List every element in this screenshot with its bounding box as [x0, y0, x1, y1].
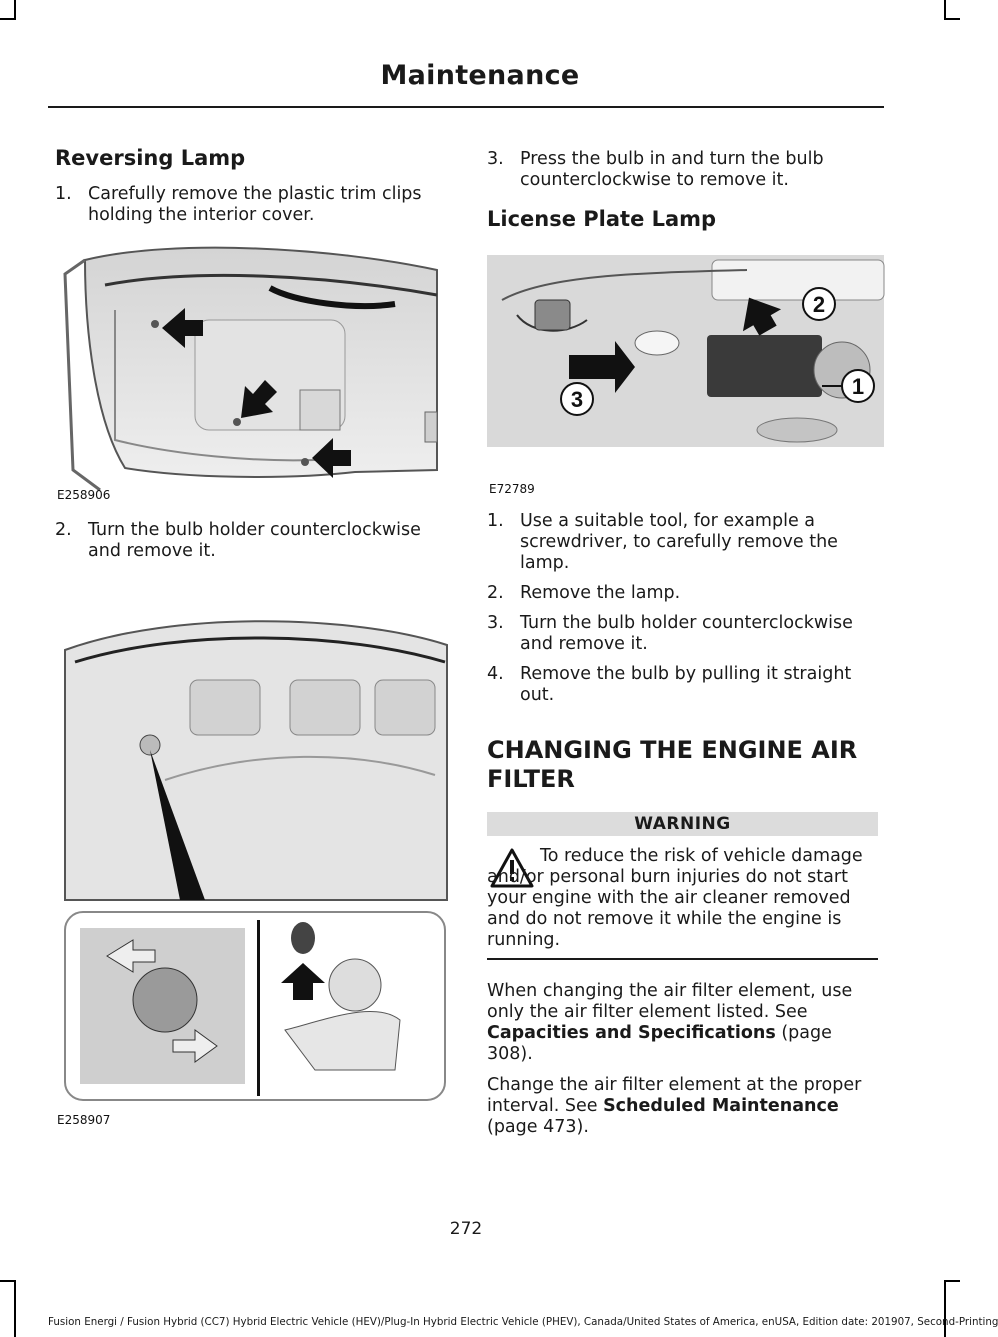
warning-block: To reduce the risk of vehicle damage and…	[487, 846, 879, 956]
footer-text: Fusion Energi / Fusion Hybrid (CC7) Hybr…	[48, 1316, 998, 1328]
right-column-top: 3. Press the bulb in and turn the bulb c…	[487, 149, 879, 231]
arrow-icon	[281, 963, 325, 1000]
figure-reversing-lamp-bulb	[55, 600, 450, 1105]
section-title: CHANGING THE ENGINE AIR	[487, 736, 858, 764]
crop-mark	[14, 0, 16, 20]
step-number: 2.	[487, 583, 504, 603]
paragraph: Change the air filter element at the pro…	[487, 1075, 879, 1138]
arrow-icon	[106, 939, 156, 973]
header-divider	[48, 106, 884, 108]
crop-mark	[0, 1280, 16, 1282]
warning-divider	[487, 958, 878, 960]
paragraph: When changing the air filter element, us…	[487, 981, 879, 1065]
step-number: 2.	[55, 520, 72, 540]
section-title: FILTER	[487, 765, 575, 793]
crop-mark	[944, 18, 960, 20]
warning-label: WARNING	[487, 812, 878, 836]
left-column-step-2: 2. Turn the bulb holder counterclockwise…	[55, 520, 450, 562]
callout-label: 3	[571, 387, 583, 412]
license-lamp-illustration: 1 2 3	[487, 255, 885, 447]
step-number: 3.	[487, 149, 504, 169]
warning-text: To reduce the risk of vehicle damage and…	[487, 846, 863, 950]
step-number: 1.	[55, 184, 72, 204]
page-number: 272	[449, 1219, 483, 1239]
figure-code: E258907	[57, 1113, 111, 1127]
list-item: 1. Use a suitable tool, for example a sc…	[487, 511, 879, 574]
crop-mark	[944, 0, 946, 20]
right-column-bottom: When changing the air filter element, us…	[487, 981, 879, 1138]
warning-triangle-icon	[490, 848, 534, 888]
callout-label: 1	[852, 374, 864, 399]
bulb-holder-illustration	[55, 600, 450, 1105]
page-title: Maintenance	[380, 60, 580, 91]
figure-license-plate-lamp: 1 2 3	[487, 255, 885, 447]
arrow-icon	[172, 1029, 218, 1063]
arrow-icon	[742, 297, 782, 336]
list-item: 1. Carefully remove the plastic trim cli…	[55, 184, 450, 226]
step-text: Turn the bulb holder counterclockwise an…	[520, 613, 853, 654]
step-number: 1.	[487, 511, 504, 531]
crop-mark	[944, 1280, 946, 1337]
crop-mark	[14, 1280, 16, 1337]
crop-mark	[944, 1280, 960, 1282]
step-number: 3.	[487, 613, 504, 633]
list-item: 4. Remove the bulb by pulling it straigh…	[487, 664, 879, 706]
arrow-icon	[569, 341, 635, 393]
right-column-steps: 1. Use a suitable tool, for example a sc…	[487, 511, 879, 794]
section-heading-license-plate-lamp: License Plate Lamp	[487, 207, 717, 231]
step-text: Turn the bulb holder counterclockwise an…	[88, 520, 421, 561]
paragraph-text: (page 308).	[487, 1023, 832, 1064]
paragraph-text: When changing the air filter element, us…	[487, 981, 853, 1022]
list-item: 2. Remove the lamp.	[487, 583, 879, 604]
arrow-icon	[241, 380, 277, 418]
callout-label: 2	[813, 292, 825, 317]
cross-reference-link[interactable]: Capacities and Specifications	[487, 1023, 776, 1043]
crop-mark	[0, 18, 16, 20]
section-heading-reversing-lamp: Reversing Lamp	[55, 146, 246, 170]
paragraph-text: (page 473).	[487, 1117, 589, 1137]
paragraph-text: Change the air filter element at the pro…	[487, 1075, 862, 1116]
list-item: 2. Turn the bulb holder counterclockwise…	[55, 520, 450, 562]
list-item: 3. Press the bulb in and turn the bulb c…	[487, 149, 879, 191]
step-text: Remove the lamp.	[520, 583, 681, 603]
left-column: Reversing Lamp 1. Carefully remove the p…	[55, 146, 450, 226]
trunk-lid-illustration	[55, 240, 438, 505]
figure-code: E258906	[57, 488, 111, 502]
step-number: 4.	[487, 664, 504, 684]
step-text: Press the bulb in and turn the bulb coun…	[520, 149, 824, 190]
arrow-icon	[162, 308, 203, 348]
step-text: Remove the bulb by pulling it straight o…	[520, 664, 852, 705]
step-text: Carefully remove the plastic trim clips …	[88, 184, 422, 225]
arrow-icon	[312, 438, 351, 478]
list-item: 3. Turn the bulb holder counterclockwise…	[487, 613, 879, 655]
step-text: Use a suitable tool, for example a screw…	[520, 511, 838, 573]
figure-reversing-lamp-cover	[55, 240, 438, 505]
figure-code: E72789	[489, 482, 535, 496]
cross-reference-link[interactable]: Scheduled Maintenance	[603, 1096, 839, 1116]
